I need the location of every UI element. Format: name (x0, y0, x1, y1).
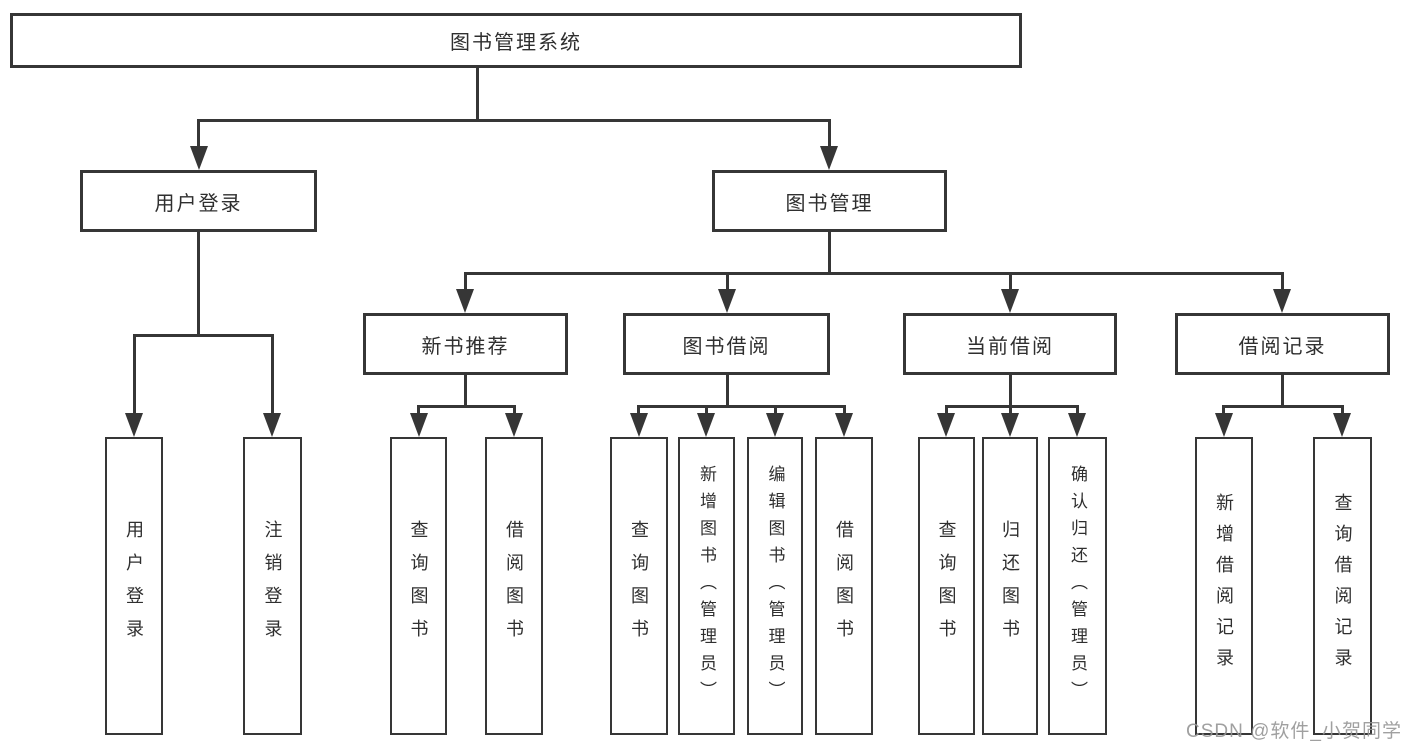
node-label: 借阅图书 (834, 520, 854, 652)
connector-line (1009, 375, 1012, 407)
connector-line (726, 272, 729, 292)
node-edit-books-admin: 编辑图书（管理员） (747, 437, 803, 735)
connector-line (637, 405, 640, 417)
node-borrow-books-recommend: 借阅图书 (485, 437, 543, 735)
connector-line (464, 272, 1284, 275)
arrowhead-down-icon (190, 146, 208, 170)
connector-line (464, 375, 467, 407)
connector-line (271, 334, 274, 415)
node-label: 借阅图书 (504, 520, 524, 652)
node-user-login-leaf: 用户登录 (105, 437, 163, 735)
arrowhead-down-icon (1068, 413, 1086, 437)
arrowhead-down-icon (410, 413, 428, 437)
node-label: 查询图书 (629, 520, 649, 652)
connector-line (945, 405, 948, 417)
connector-line (133, 334, 136, 415)
node-label: 查询借阅记录 (1332, 493, 1353, 679)
connector-line (197, 232, 200, 337)
arrowhead-down-icon (835, 413, 853, 437)
node-book-management-system: 图书管理系统 (10, 13, 1022, 68)
connector-line (1009, 405, 1012, 417)
connector-line (417, 405, 516, 408)
arrowhead-down-icon (718, 289, 736, 313)
node-book-management: 图书管理 (712, 170, 947, 232)
node-query-books-borrow: 查询图书 (610, 437, 668, 735)
connector-line (197, 119, 831, 122)
connector-line (637, 405, 846, 408)
node-label: 注销登录 (262, 520, 283, 652)
arrowhead-down-icon (820, 146, 838, 170)
arrowhead-down-icon (125, 413, 143, 437)
connector-line (1076, 405, 1079, 417)
connector-line (774, 405, 777, 417)
node-user-login: 用户登录 (80, 170, 317, 232)
connector-line (1009, 272, 1012, 292)
arrowhead-down-icon (630, 413, 648, 437)
arrowhead-down-icon (1333, 413, 1351, 437)
csdn-watermark: CSDN @软件_小贺同学 (1186, 721, 1402, 742)
node-add-books-admin: 新增图书（管理员） (678, 437, 735, 735)
connector-line (133, 334, 274, 337)
node-label: 归还图书 (1000, 520, 1020, 652)
node-borrowing-records: 借阅记录 (1175, 313, 1390, 375)
node-current-borrowing: 当前借阅 (903, 313, 1117, 375)
node-book-borrowing: 图书借阅 (623, 313, 830, 375)
connector-line (828, 119, 831, 149)
connector-line (1222, 405, 1225, 417)
arrowhead-down-icon (505, 413, 523, 437)
arrowhead-down-icon (456, 289, 474, 313)
connector-line (828, 232, 831, 275)
node-label: 查询图书 (936, 520, 957, 652)
connector-line (464, 272, 467, 292)
connector-line (726, 375, 729, 407)
connector-line (197, 119, 200, 149)
connector-line (1341, 405, 1344, 417)
arrowhead-down-icon (766, 413, 784, 437)
node-query-books-current: 查询图书 (918, 437, 975, 735)
connector-line (945, 405, 1079, 408)
connector-line (476, 68, 479, 121)
node-label: 确认归还（管理员） (1068, 464, 1087, 708)
connector-line (705, 405, 708, 417)
node-new-book-recommendation: 新书推荐 (363, 313, 568, 375)
arrowhead-down-icon (697, 413, 715, 437)
node-label: 编辑图书（管理员） (765, 464, 785, 708)
arrowhead-down-icon (1215, 413, 1233, 437)
node-query-borrow-record: 查询借阅记录 (1313, 437, 1372, 735)
arrowhead-down-icon (263, 413, 281, 437)
node-borrow-books: 借阅图书 (815, 437, 873, 735)
node-confirm-return-admin: 确认归还（管理员） (1048, 437, 1107, 735)
connector-line (1281, 375, 1284, 407)
node-return-books: 归还图书 (982, 437, 1038, 735)
node-query-books-recommend: 查询图书 (390, 437, 447, 735)
node-add-borrow-record: 新增借阅记录 (1195, 437, 1253, 735)
arrowhead-down-icon (1001, 413, 1019, 437)
node-label: 新增图书（管理员） (697, 464, 716, 708)
arrowhead-down-icon (1273, 289, 1291, 313)
connector-line (417, 405, 420, 417)
connector-line (1281, 272, 1284, 292)
connector-line (1222, 405, 1344, 408)
node-label: 查询图书 (408, 520, 429, 652)
node-label: 用户登录 (124, 520, 144, 652)
node-logout: 注销登录 (243, 437, 302, 735)
arrowhead-down-icon (937, 413, 955, 437)
arrowhead-down-icon (1001, 289, 1019, 313)
connector-line (843, 405, 846, 417)
connector-line (513, 405, 516, 417)
node-label: 新增借阅记录 (1214, 493, 1234, 679)
